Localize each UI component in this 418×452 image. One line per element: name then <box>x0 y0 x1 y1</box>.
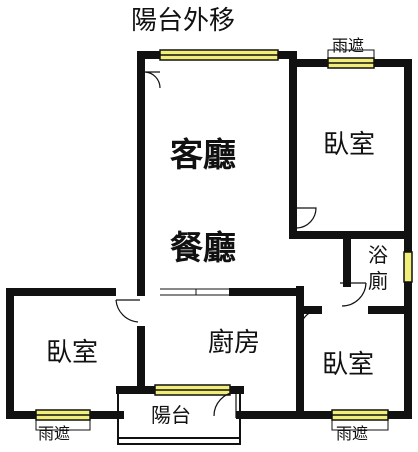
balcony-note: 陽台外移 <box>131 6 236 36</box>
room-living-label: 客廳 <box>170 135 236 174</box>
awning-bottom-right <box>331 419 389 431</box>
door-living-entry <box>144 71 161 89</box>
windows <box>35 49 413 421</box>
awning-top <box>327 49 375 59</box>
room-bedroom-sw-label: 臥室 <box>46 338 99 368</box>
door-bedroom-se <box>299 309 321 331</box>
door-bath <box>340 282 367 307</box>
room-balcony-label: 陽台 <box>151 403 191 427</box>
room-kitchen-label: 廚房 <box>208 328 261 358</box>
awnings <box>35 49 389 431</box>
room-bath-label-1: 浴 <box>368 243 388 267</box>
room-bath-label-2: 廁 <box>368 269 388 293</box>
room-bedroom-se-label: 臥室 <box>322 350 375 380</box>
awning-bottom-right-label: 雨遮 <box>336 424 369 443</box>
awning-bottom-left-label: 雨遮 <box>38 424 71 443</box>
door-balcony <box>213 391 237 418</box>
awning-bottom-left <box>35 419 91 431</box>
door-bedroom-ne <box>296 207 317 229</box>
awning-top-label: 雨遮 <box>332 36 365 55</box>
room-dining-label: 餐廳 <box>170 228 236 267</box>
doors <box>115 71 367 418</box>
room-bedroom-ne-label: 臥室 <box>323 130 376 160</box>
sliding-opening <box>160 288 233 296</box>
window-bath <box>403 251 413 283</box>
door-bedroom-sw <box>115 299 140 323</box>
